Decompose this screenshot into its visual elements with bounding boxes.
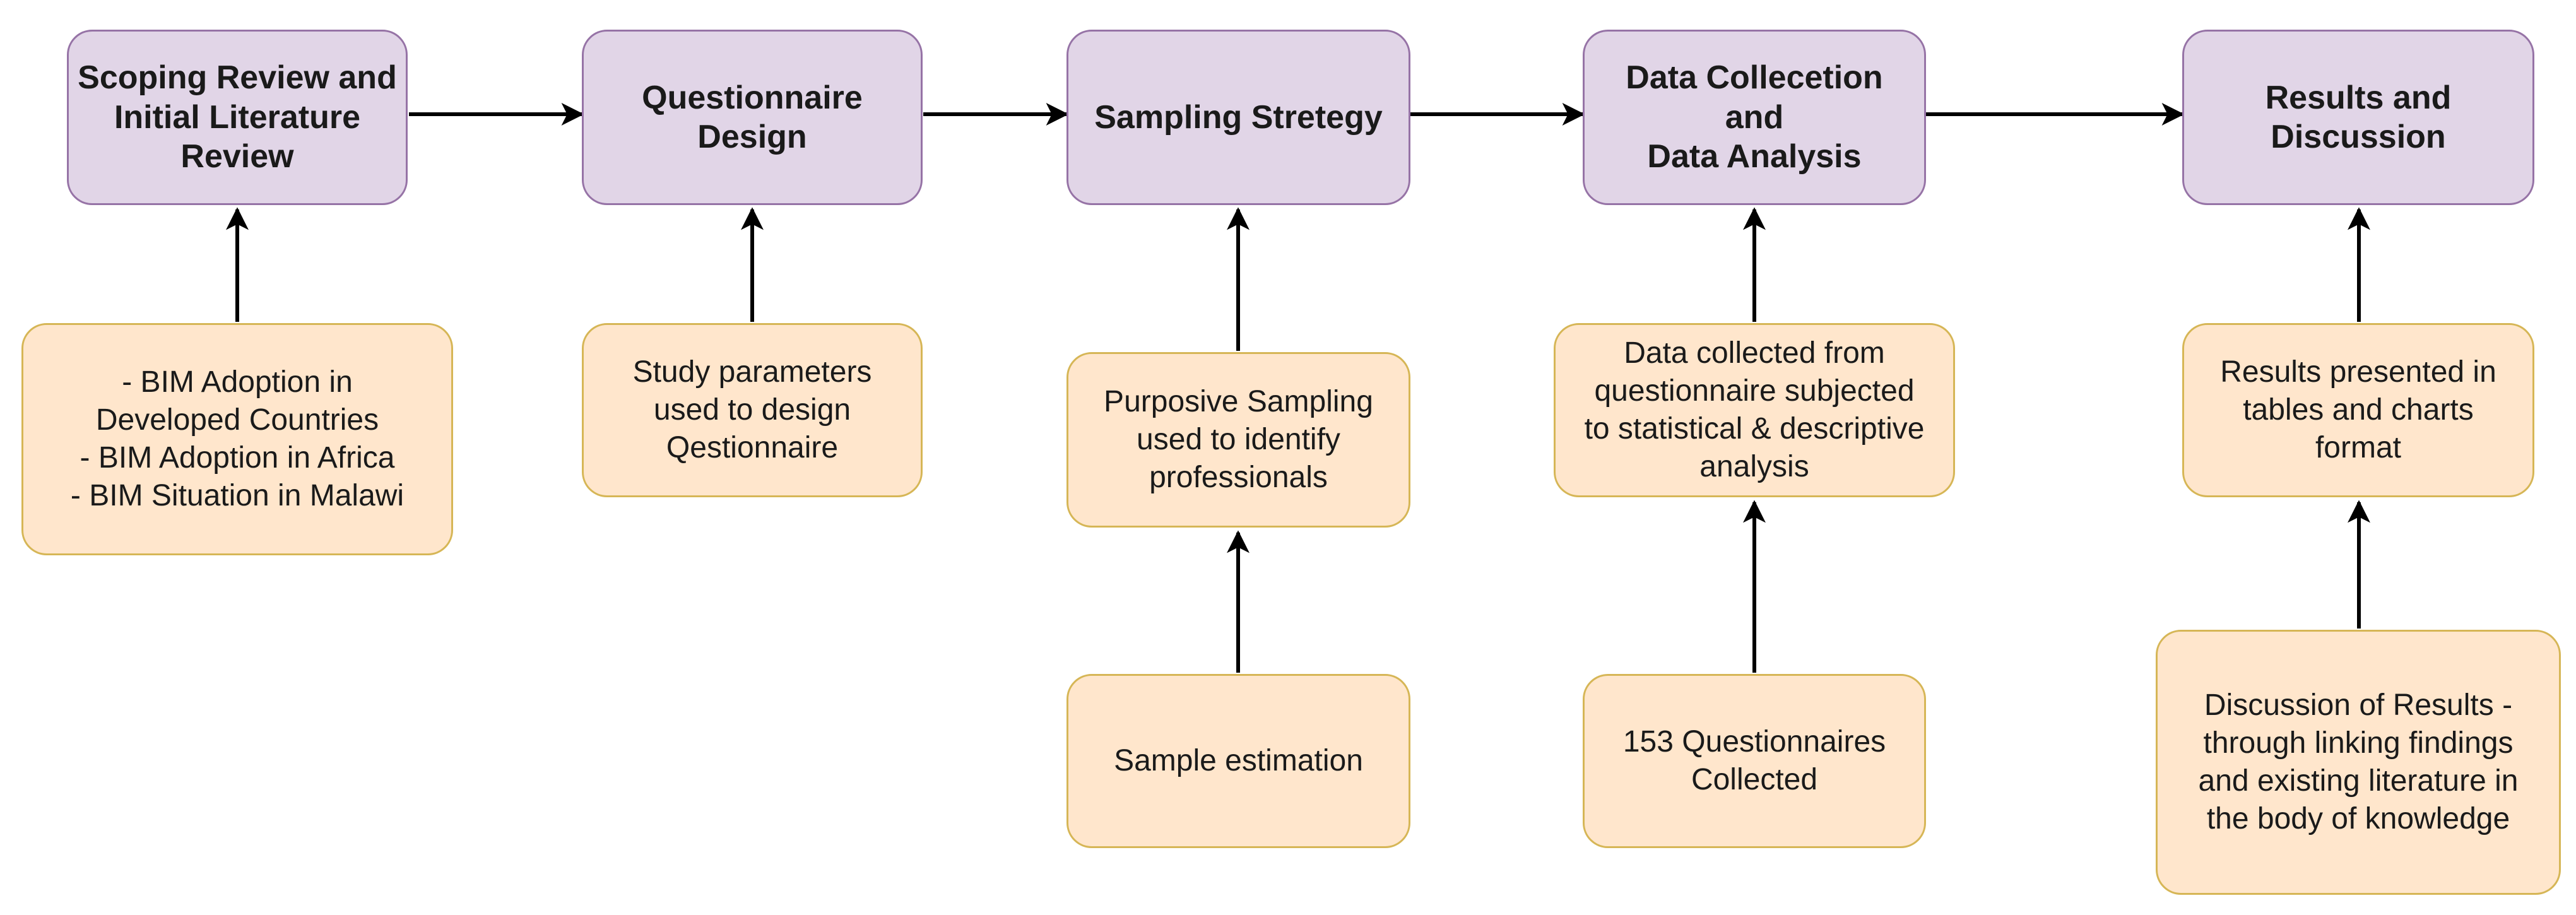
note-study-parameters: Study parameters used to design Qestionn… (582, 323, 923, 497)
note-data-collected: Data collected from questionnaire subjec… (1554, 323, 1955, 497)
step-results-discussion-label: Results and Discussion (2265, 79, 2452, 155)
note-purposive-sampling: Purposive Sampling used to identify prof… (1066, 352, 1410, 528)
step-sampling-strategy: Sampling Stretegy (1066, 30, 1410, 205)
step-scoping-review-label: Scoping Review and Initial Literature Re… (78, 59, 397, 175)
note-bim-context-text: - BIM Adoption in Developed Countries - … (70, 365, 405, 512)
note-results-presented: Results presented in tables and charts f… (2182, 323, 2534, 497)
note-sample-estimation-text: Sample estimation (1114, 744, 1363, 777)
note-discussion-text: Discussion of Results - through linking … (2198, 688, 2519, 835)
step-data-collection-analysis-label: Data Collecetion and Data Analysis (1626, 59, 1883, 175)
step-questionnaire-design: Questionnaire Design (582, 30, 923, 205)
note-questionnaires-collected: 153 Questionnaires Collected (1583, 674, 1926, 848)
step-results-discussion: Results and Discussion (2182, 30, 2534, 205)
note-questionnaires-collected-text: 153 Questionnaires Collected (1622, 725, 1886, 796)
note-results-presented-text: Results presented in tables and charts f… (2220, 355, 2496, 464)
note-purposive-sampling-text: Purposive Sampling used to identify prof… (1104, 385, 1373, 494)
step-scoping-review: Scoping Review and Initial Literature Re… (67, 30, 408, 205)
note-discussion: Discussion of Results - through linking … (2156, 630, 2561, 895)
step-data-collection-analysis: Data Collecetion and Data Analysis (1583, 30, 1926, 205)
step-questionnaire-design-label: Questionnaire Design (642, 79, 863, 155)
step-sampling-strategy-label: Sampling Stretegy (1094, 98, 1383, 136)
note-data-collected-text: Data collected from questionnaire subjec… (1584, 336, 1925, 483)
note-sample-estimation: Sample estimation (1066, 674, 1410, 848)
note-bim-context: - BIM Adoption in Developed Countries - … (21, 323, 453, 555)
note-study-parameters-text: Study parameters used to design Qestionn… (632, 355, 872, 464)
